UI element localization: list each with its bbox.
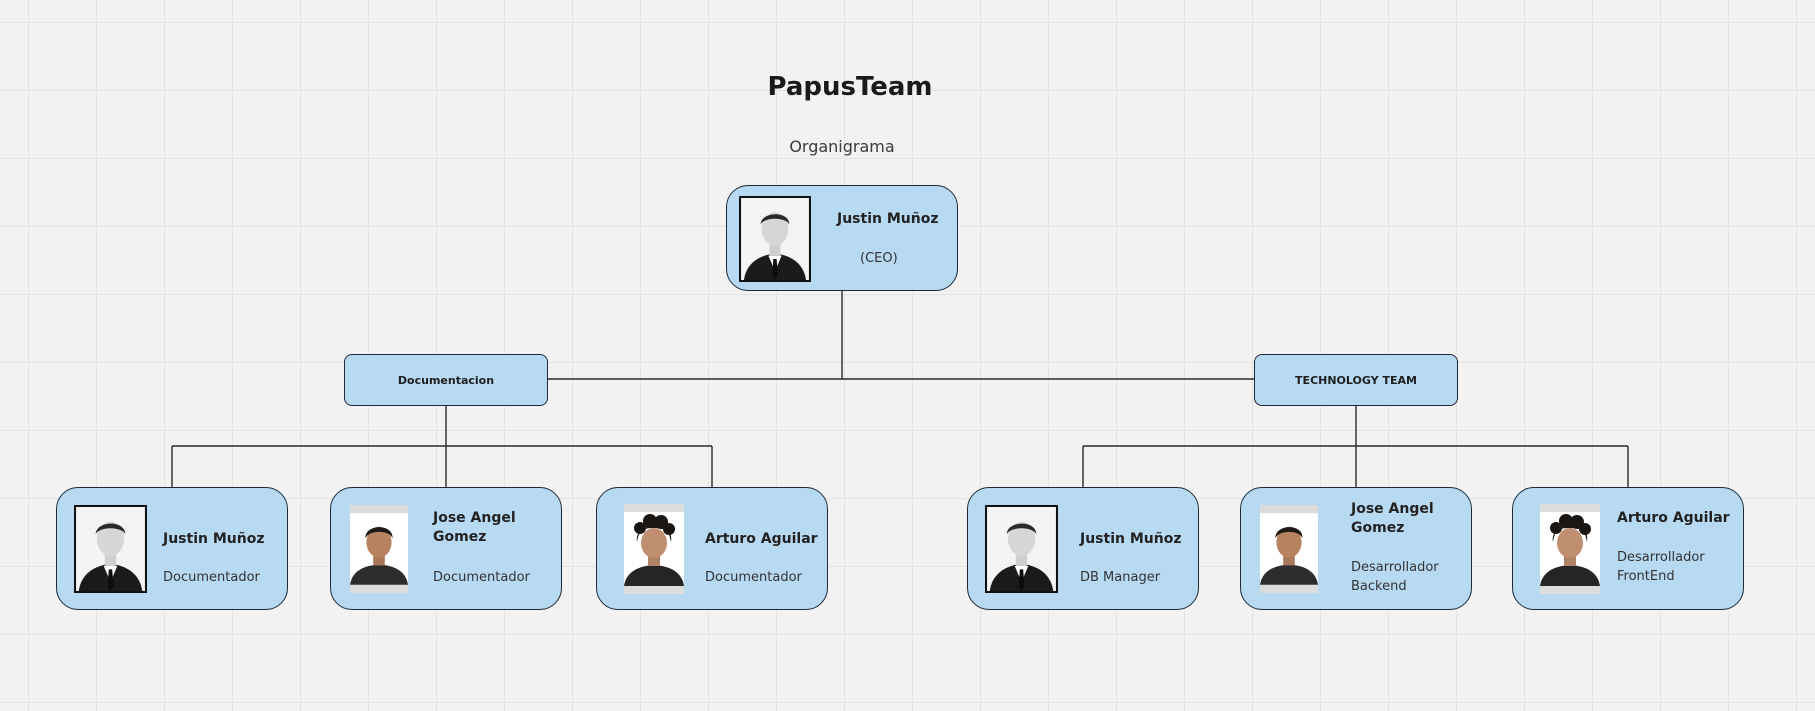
member-card[interactable]: Justin Muñoz Documentador: [56, 487, 288, 610]
portrait-image: [1260, 505, 1318, 593]
portrait-image: [1540, 504, 1600, 594]
connector-ceo-to-groups: [547, 291, 1254, 380]
portrait-image: [350, 505, 408, 593]
ceo-name: Justin Muñoz: [837, 211, 939, 227]
member-name: Justin Muñoz: [1080, 531, 1182, 547]
member-photo: [985, 505, 1058, 593]
portrait-image: [76, 507, 145, 591]
portrait-image: [624, 504, 684, 594]
member-role: Desarrollador FrontEnd: [1617, 550, 1705, 584]
member-name: Arturo Aguilar: [1617, 510, 1730, 526]
connector-technology-branch: [1082, 405, 1629, 487]
ceo-role: (CEO): [860, 251, 898, 266]
member-role: Desarrollador Backend: [1351, 560, 1439, 594]
member-photo: [624, 504, 684, 594]
member-photo: [1260, 505, 1318, 593]
member-name: Arturo Aguilar: [705, 531, 818, 547]
portrait-image: [741, 198, 809, 280]
member-role: Documentador: [433, 570, 530, 585]
member-name: Jose Angel Gomez: [433, 510, 516, 545]
member-name: Jose Angel Gomez: [1351, 501, 1434, 536]
chart-title: PapusTeam: [767, 72, 933, 102]
chart-subtitle: Organigrama: [789, 137, 895, 156]
group-technology-team[interactable]: TECHNOLOGY TEAM: [1254, 354, 1458, 406]
ceo-photo: [739, 196, 811, 282]
member-card[interactable]: Jose Angel Gomez Documentador: [330, 487, 562, 610]
member-photo: [74, 505, 147, 593]
member-photo: [350, 505, 408, 593]
connector-documentacion-branch: [171, 405, 713, 487]
member-role: Documentador: [705, 570, 802, 585]
group-documentacion[interactable]: Documentacion: [344, 354, 548, 406]
ceo-card[interactable]: Justin Muñoz (CEO): [726, 185, 958, 291]
member-card[interactable]: Jose Angel Gomez Desarrollador Backend: [1240, 487, 1472, 610]
member-role: Documentador: [163, 570, 260, 585]
member-card[interactable]: Arturo Aguilar Documentador: [596, 487, 828, 610]
member-card[interactable]: Justin Muñoz DB Manager: [967, 487, 1199, 610]
member-card[interactable]: Arturo Aguilar Desarrollador FrontEnd: [1512, 487, 1744, 610]
member-photo: [1540, 504, 1600, 594]
portrait-image: [987, 507, 1056, 591]
member-name: Justin Muñoz: [163, 531, 265, 547]
member-role: DB Manager: [1080, 570, 1161, 585]
